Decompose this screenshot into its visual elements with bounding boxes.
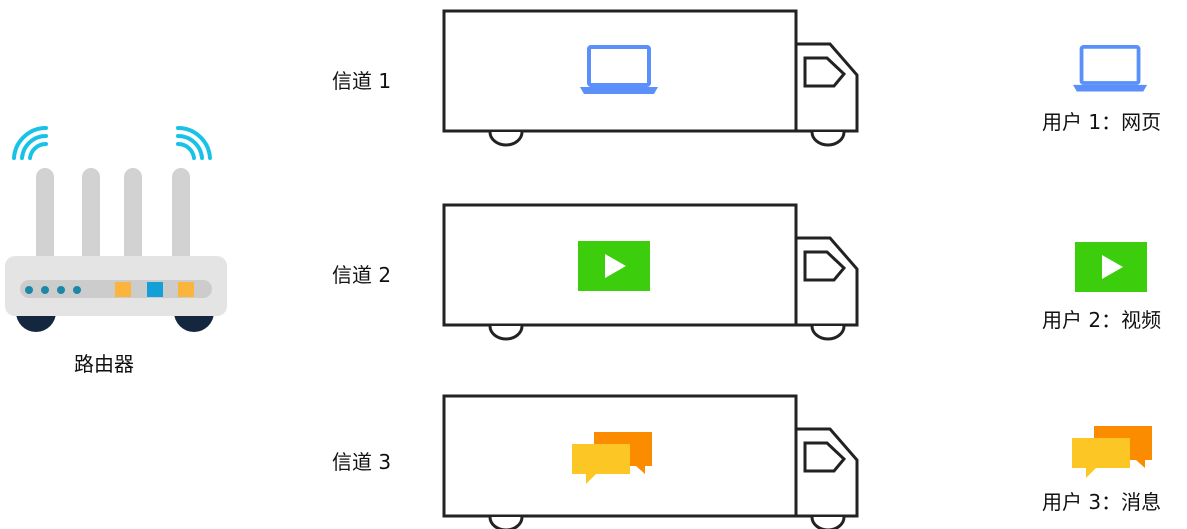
router-antennas bbox=[36, 168, 190, 268]
wifi-right-icon bbox=[176, 125, 212, 160]
channel-2-label: 信道 2 bbox=[332, 263, 392, 287]
truck-channel-1 bbox=[442, 9, 859, 147]
channel-3-label: 信道 3 bbox=[332, 450, 392, 474]
router-feet bbox=[16, 312, 214, 332]
router-label: 路由器 bbox=[74, 352, 134, 376]
user-2-label: 用户 2：视频 bbox=[1042, 308, 1162, 332]
truck-channel-2 bbox=[442, 203, 859, 341]
router-illustration bbox=[5, 125, 227, 332]
user-1-laptop-icon bbox=[1071, 45, 1149, 94]
user-3-label: 用户 3：消息 bbox=[1042, 490, 1162, 514]
user-3-chat-bubbles-icon bbox=[1072, 426, 1152, 478]
user-2-play-icon bbox=[1075, 242, 1147, 292]
user-1-label: 用户 1：网页 bbox=[1042, 110, 1162, 134]
play-icon bbox=[578, 241, 650, 291]
router-indicator-lights bbox=[25, 282, 194, 297]
channel-1-label: 信道 1 bbox=[332, 69, 392, 93]
truck-channel-3 bbox=[442, 394, 859, 529]
wifi-left-icon bbox=[12, 125, 48, 160]
